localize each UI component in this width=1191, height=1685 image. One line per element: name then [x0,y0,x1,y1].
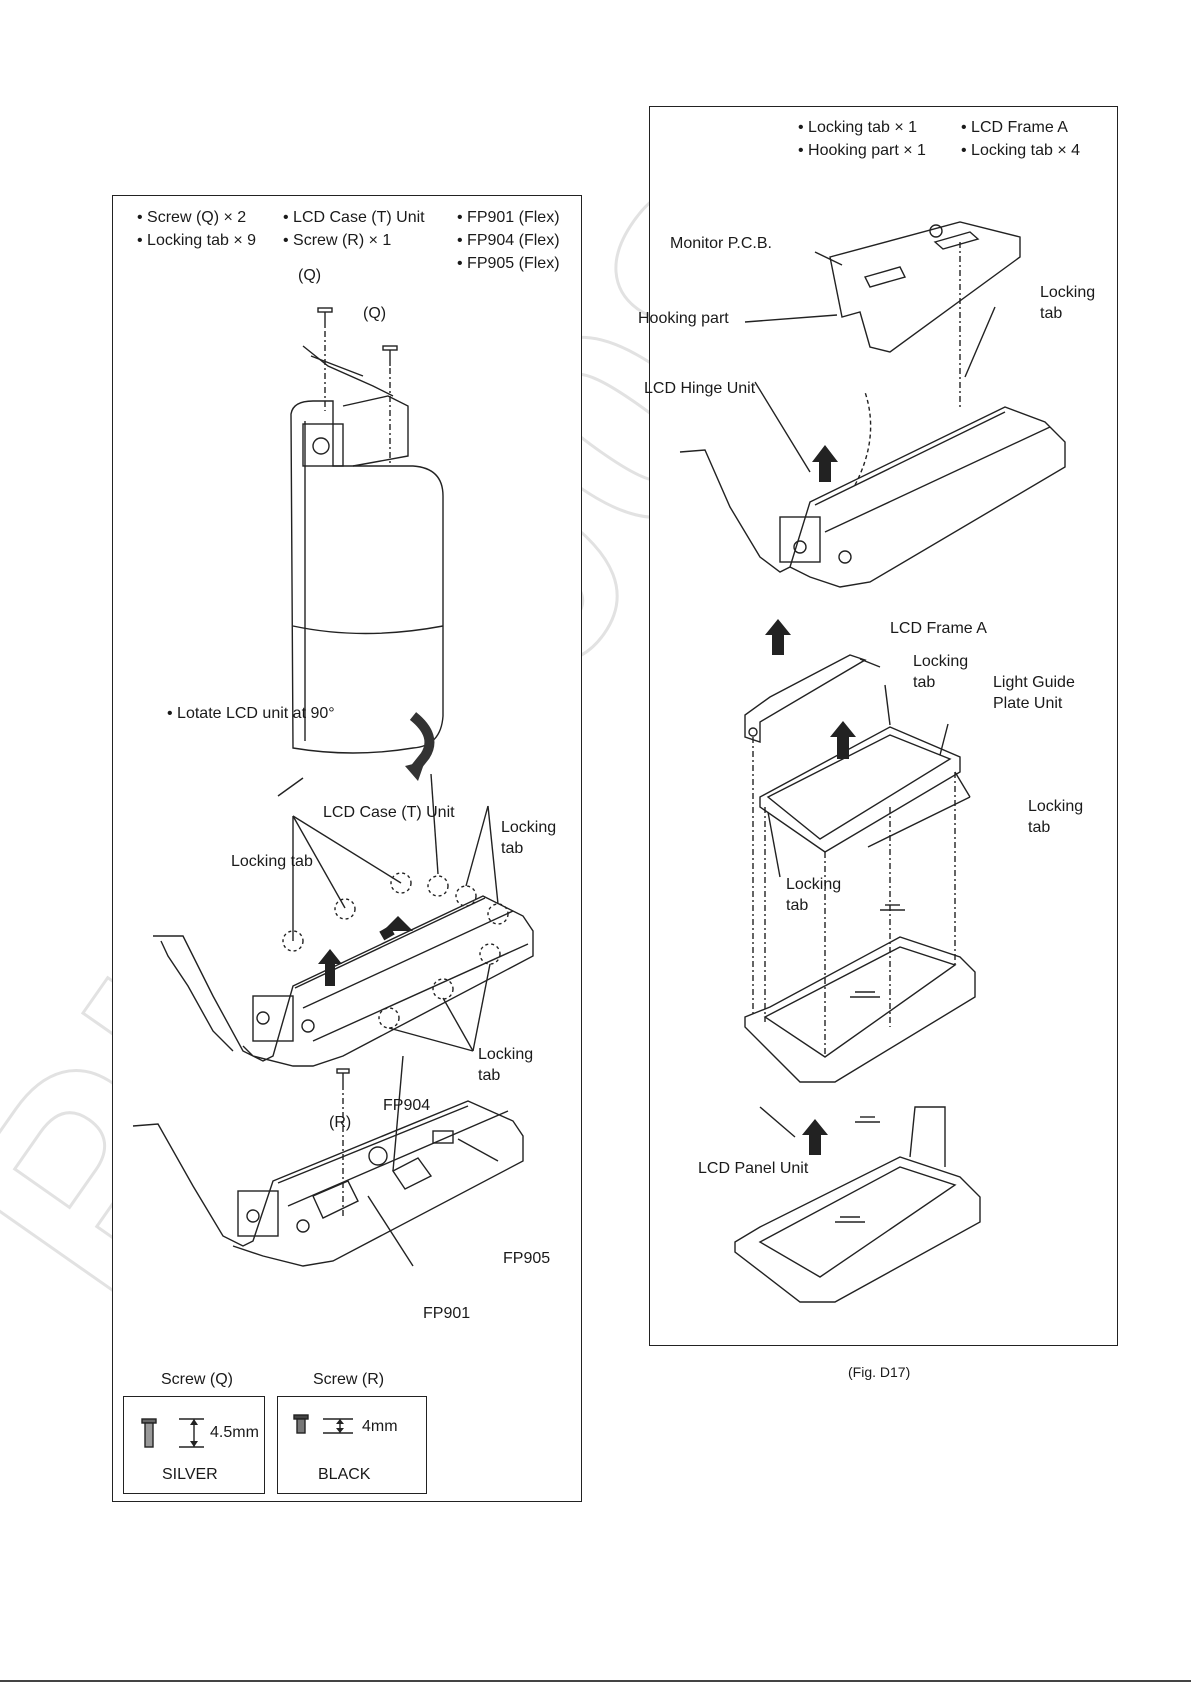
locking-tab-pcb-label-1: Locking [1040,284,1096,301]
right-illustrations [679,221,1066,1303]
screw-q-icon [141,1418,204,1448]
bullet-fp905: • FP905 (Flex) [457,255,560,272]
locking-tab-guide-right-2: tab [1028,819,1051,836]
panel-up-arrow [802,1119,828,1155]
locking-tab-pcb-label-2: tab [1040,305,1063,322]
screw-r-box: 4mm BLACK [277,1396,427,1494]
bullet-locking-tab: • Locking tab × 9 [137,232,257,249]
bullet-screw-q: • Screw (Q) × 2 [137,209,247,226]
figure-caption: (Fig. D17) [848,1364,911,1380]
locking-tab-guide-left-2: tab [786,897,809,914]
screw-q-dimension: 4.5mm [210,1424,259,1441]
locking-tab-guide-left-1: Locking [786,876,842,893]
guide-up-arrow [830,721,856,759]
hinge-unit-drawing [679,242,1066,588]
right-procedure-panel: • Locking tab × 1 • Hooking part × 1 • L… [638,106,1118,1346]
screw-r-dimension: 4mm [362,1418,398,1435]
left-illustrations [132,307,534,1267]
step1-leaders [744,251,996,473]
light-guide-label-1: Light Guide [993,674,1075,691]
screw-q-right-label: (Q) [363,305,387,322]
lcd-panel-unit-drawing [734,1106,981,1303]
bullet-r-locking-tab: • Locking tab × 1 [798,119,918,136]
lcd-frame-a-drawing [744,654,867,743]
lcd-panel-unit-label: LCD Panel Unit [698,1160,809,1177]
frame-a-label: LCD Frame A [890,620,987,637]
screw-q-box: 4.5mm SILVER [123,1396,265,1494]
lcd-case-label: LCD Case (T) Unit [323,804,455,821]
bullet-lcd-case: • LCD Case (T) Unit [283,209,425,226]
locking-tab-right-label-1: Locking [501,819,557,836]
locking-tab-circles [282,872,509,1029]
rotate-leader [277,777,304,797]
bullet-fp904: • FP904 (Flex) [457,232,560,249]
screw-r-color: BLACK [318,1466,371,1483]
bullet-r-hooking-part: • Hooking part × 1 [798,142,926,159]
hinge-up-arrow [812,445,838,482]
fp901-label: FP901 [423,1305,471,1322]
screw-q-right-drawing [382,345,398,464]
screw-q-header: Screw (Q) [161,1371,233,1388]
step2-right-leaders [767,658,971,878]
bullet-r-frame-a: • LCD Frame A [961,119,1068,136]
fp904-label: FP904 [383,1097,431,1114]
light-guide-drawing [759,726,961,853]
screw-r-header: Screw (R) [313,1371,385,1388]
screw-r-label: (R) [329,1114,352,1131]
step2-leaders [292,773,499,1052]
locking-tab-frame-label-2: tab [913,674,936,691]
bullet-screw-r: • Screw (R) × 1 [283,232,392,249]
locking-tab-frame-label-1: Locking [913,653,969,670]
bullet-r-locking-tab-4: • Locking tab × 4 [961,142,1081,159]
rotate-arrow-drawing [405,712,435,781]
screw-q-top-label: (Q) [298,267,322,284]
fp905-label: FP905 [503,1250,551,1267]
locking-tab-right-label-2: tab [501,840,524,857]
rotate-note: • Lotate LCD unit at 90° [167,705,335,722]
lcd-inner-drawing [132,1068,524,1267]
lcd-unit-body-drawing [290,345,444,754]
hooking-part-label: Hooking part [638,310,729,327]
screw-r-icon [293,1414,353,1434]
monitor-pcb-drawing [829,221,1021,353]
locking-tab-bottom-label-1: Locking [478,1046,534,1063]
panel-leader [759,1106,796,1138]
footer-rule [0,1680,1191,1682]
monitor-pcb-label: Monitor P.C.B. [670,235,772,252]
lcd-case-drawing [153,895,534,1067]
left-procedure-panel: • Screw (Q) × 2 • Locking tab × 9 • LCD … [112,195,582,1502]
locking-tab-guide-right-1: Locking [1028,798,1084,815]
step3-leaders [367,1055,499,1267]
step2-arrows [318,916,413,986]
locking-tab-bottom-label-2: tab [478,1067,501,1084]
bullet-fp901: • FP901 (Flex) [457,209,560,226]
lower-frame-drawing [744,904,976,1083]
frame-up-arrow [765,619,791,655]
screw-q-color: SILVER [162,1466,218,1483]
hinge-unit-label: LCD Hinge Unit [644,380,756,397]
locking-tab-left-label: Locking tab [231,853,313,870]
screw-q-top-drawing [317,307,333,411]
light-guide-label-2: Plate Unit [993,695,1063,712]
